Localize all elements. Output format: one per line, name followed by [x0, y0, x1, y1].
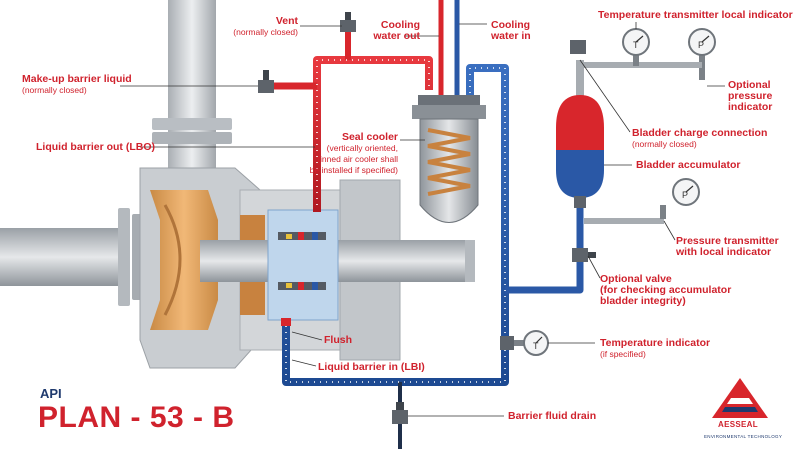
optional-valve-label: Optional valve (for checking accumulator… [600, 274, 731, 307]
vent-label-sub: (normally closed) [233, 27, 298, 37]
bladder-charge-label: Bladder charge connection (normally clos… [632, 128, 767, 150]
drain-label-text: Barrier fluid drain [508, 410, 597, 422]
optional-pressure-label: Optional pressure indicator [728, 80, 772, 113]
accumulator-stem [576, 60, 584, 100]
bladder-accumulator-label-text: Bladder accumulator [636, 159, 741, 171]
seal-face-yellow-2 [286, 283, 292, 288]
optional-pressure-mark: P [698, 40, 704, 50]
flush-port [281, 318, 291, 326]
cooling-water-out-line2: water out [373, 30, 420, 42]
impeller [150, 190, 218, 330]
suction-pipe [0, 228, 130, 286]
seal-cartridge [267, 209, 339, 321]
charge-connection-valve [570, 40, 586, 54]
vent-label-main: Vent [275, 15, 298, 27]
vent-label: Vent (normally closed) [218, 16, 298, 38]
charge-connection-pipe [584, 62, 644, 68]
temp-transmitter-label-text: Temperature transmitter local indicator [598, 9, 793, 21]
optional-pressure-line2: pressure [728, 90, 773, 102]
seal-face-red-2 [298, 282, 304, 290]
seal-cooler-coil [427, 128, 471, 196]
pressure-transmitter-line1: Pressure transmitter [676, 235, 779, 247]
vent-valve [340, 12, 356, 32]
brand-tagline: ENVIRONMENTAL TECHNOLOGY [704, 434, 783, 439]
cooling-water-in-label: Cooling water in [491, 20, 531, 42]
temperature-indicator-mark: T [533, 341, 539, 351]
cooling-water-in-line2: water in [491, 30, 531, 42]
seal-face-blue-1 [312, 232, 318, 240]
accumulator-top [556, 95, 604, 150]
accumulator-branch-pipe [505, 200, 584, 294]
seal-face-red-1 [298, 232, 304, 240]
temperature-transmitter-mark: T [633, 40, 639, 50]
optional-pressure-gauge [644, 28, 716, 80]
aesseal-logo [712, 378, 768, 418]
lbo-label: Liquid barrier out (LBO) [36, 142, 155, 153]
seal-face-blue-2 [312, 282, 318, 290]
discharge-pipe [168, 0, 216, 170]
shaft-end [465, 240, 475, 282]
flush-label: Flush [324, 335, 352, 346]
pressure-transmitter-label: Pressure transmitter with local indicato… [676, 236, 779, 258]
brand-name: AESSEAL [718, 420, 758, 429]
make-up-label-main: Make-up barrier liquid [22, 73, 132, 85]
temperature-indicator-gauge [514, 330, 549, 356]
optional-valve-line3: bladder integrity) [600, 295, 686, 307]
optional-pressure-line3: indicator [728, 101, 773, 113]
flow-dots-blue [285, 67, 506, 383]
seal-cooler-label-main: Seal cooler [341, 131, 398, 143]
temperature-indicator-body [500, 336, 514, 350]
drain-valve [392, 402, 408, 424]
api-prefix: API [40, 386, 62, 401]
cooling-water-out-label: Cooling water out [362, 20, 420, 42]
optional-pressure-line1: Optional [728, 79, 771, 91]
suction-flange [118, 208, 130, 306]
impeller-vane [163, 204, 182, 316]
bladder-charge-label-sub: (normally closed) [632, 139, 697, 149]
drain-label: Barrier fluid drain [508, 411, 596, 422]
cooling-water-out-line1: Cooling [380, 19, 420, 31]
pressure-transmitter-gauge [660, 178, 700, 219]
accumulator-bottom [556, 150, 604, 198]
discharge-flange [152, 118, 232, 130]
lbo-pipe [313, 56, 433, 212]
pressure-transmitter-mark: P [682, 190, 688, 200]
make-up-label: Make-up barrier liquid (normally closed) [22, 74, 132, 96]
bladder-accumulator-label: Bladder accumulator [636, 160, 740, 171]
accumulator-neck [574, 196, 586, 208]
lbi-label: Liquid barrier in (LBI) [318, 362, 425, 373]
discharge-flange-lower [152, 132, 232, 144]
seal-cooler-flange [412, 105, 486, 119]
optional-valve-line2: (for checking accumulator [600, 284, 732, 296]
leader-lines [120, 22, 725, 417]
make-up-label-sub: (normally closed) [22, 85, 87, 95]
seal-face-yellow-1 [286, 234, 292, 239]
optional-valve-line1: Optional valve [600, 273, 672, 285]
seal-cooler-label-sub1: (vertically oriented, [326, 143, 398, 153]
make-up-valve [258, 70, 274, 93]
temp-indicator-label: Temperature indicator (if specified) [600, 338, 710, 360]
temp-indicator-label-main: Temperature indicator [600, 337, 711, 349]
lbi-label-text: Liquid barrier in (LBI) [318, 361, 425, 373]
pressure-transmitter-line2: with local indicator [676, 246, 772, 258]
cooling-water-in-line1: Cooling [491, 19, 531, 31]
temp-indicator-label-sub: (if specified) [600, 349, 646, 359]
temp-transmitter-label: Temperature transmitter local indicator [598, 10, 793, 21]
flow-dots-red [316, 59, 430, 205]
flush-label-text: Flush [324, 334, 352, 346]
pressure-transmitter-pipe [584, 218, 664, 224]
bladder-charge-label-main: Bladder charge connection [632, 127, 768, 139]
optional-valve [572, 248, 596, 262]
seal-cooler-label: Seal cooler (vertically oriented, finned… [300, 132, 398, 176]
seal-cooler-label-sub3: be installed if specified) [309, 165, 398, 175]
plan-title: PLAN - 53 - B [38, 401, 235, 434]
seal-cooler-label-sub2: finned air cooler shall [317, 154, 398, 164]
seal-cooler-cap [418, 95, 480, 105]
lbo-label-text: Liquid barrier out (LBO) [36, 141, 155, 153]
